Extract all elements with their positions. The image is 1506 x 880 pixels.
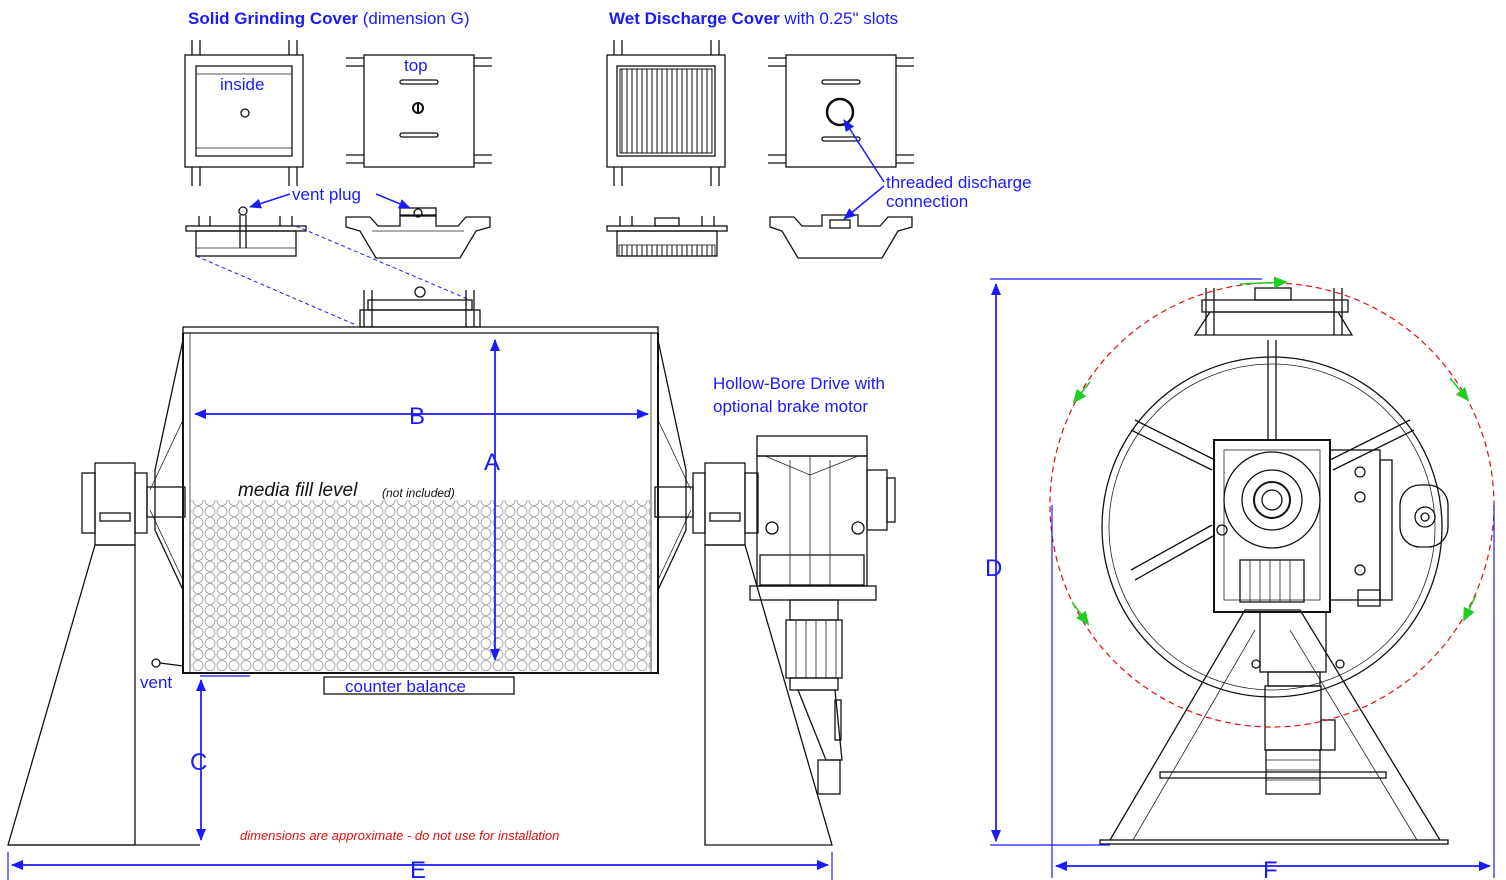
solid-cover-inside-view (184, 40, 304, 186)
vent-label: vent (140, 673, 172, 692)
rotation-path (1049, 282, 1495, 728)
drive-label-line1: Hollow-Bore Drive with (713, 374, 885, 393)
threaded-arrow-top (843, 119, 885, 183)
threaded-discharge-label-line2: connection (886, 192, 968, 211)
threaded-discharge-label: threaded discharge (886, 173, 1032, 192)
wet-cover-side-view (606, 216, 728, 257)
media-fill-note: (not included) (382, 486, 455, 500)
hollow-bore-drive-side (749, 435, 896, 795)
solid-cover-section-view (345, 207, 491, 259)
vent-plug-arrow-right (375, 193, 411, 209)
disclaimer-note: dimensions are approximate - do not use … (240, 828, 559, 843)
drive-label-line2: optional brake motor (713, 397, 868, 416)
wet-cover-section-view (769, 214, 913, 259)
projection-line (195, 255, 357, 326)
inside-label: inside (220, 75, 264, 94)
vent-plug-label: vent plug (292, 185, 361, 204)
rotation-arrow (1463, 594, 1477, 622)
solid-cover-side-view (185, 206, 307, 257)
projection-line (295, 225, 471, 301)
dimension-a-label: A (484, 449, 500, 476)
rotation-arrow (1449, 377, 1470, 402)
dimension-f-label: F (1263, 857, 1278, 880)
top-label: top (404, 56, 428, 75)
rotation-arrow (1071, 601, 1090, 626)
dimension-b-label: B (409, 403, 425, 430)
dimension-e-label: E (410, 857, 426, 880)
vent-plug-arrow-left (249, 193, 291, 209)
wet-cover-top-view (768, 54, 914, 168)
rotation-arrow (1239, 276, 1288, 289)
media-fill-level-label: media fill level (238, 480, 358, 501)
dimension-c-label: C (190, 749, 207, 776)
mill-end-view (1099, 287, 1449, 845)
wet-cover-inside-view (606, 40, 726, 186)
solid-cover-title: Solid Grinding Cover (dimension G) (188, 9, 470, 28)
solid-cover-top-view (346, 54, 492, 168)
grinding-media (191, 500, 650, 671)
threaded-arrow-side (843, 185, 885, 220)
rotation-arrow (1072, 381, 1091, 404)
wet-cover-title: Wet Discharge Cover with 0.25" slots (609, 9, 898, 28)
dimension-d-label: D (985, 555, 1002, 582)
counter-balance-label: counter balance (345, 677, 466, 696)
mill-side-view (7, 286, 833, 846)
